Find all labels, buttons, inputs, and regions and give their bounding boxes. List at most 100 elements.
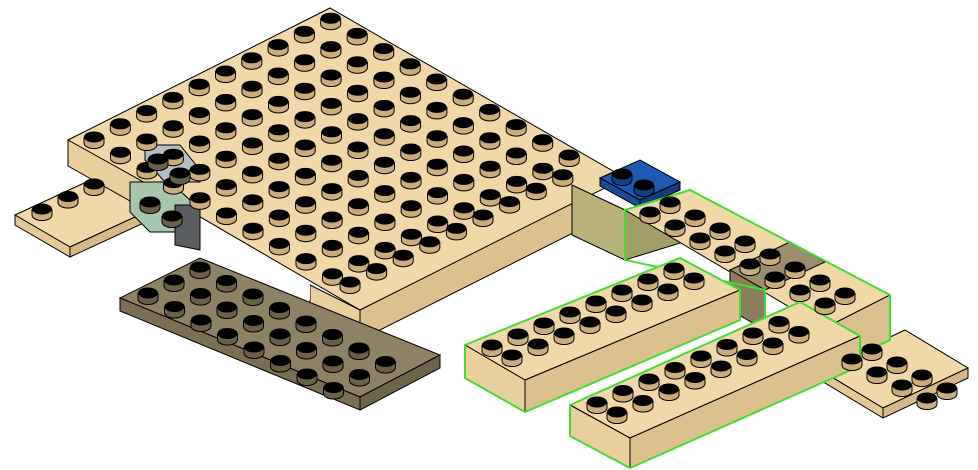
stud [815,298,835,315]
stud [216,94,236,111]
stud [612,285,632,302]
stud [190,192,210,209]
stud [296,316,316,333]
stud [243,289,263,306]
stud [244,315,264,332]
stud [242,52,262,69]
stud [428,187,448,204]
stud [737,349,757,366]
stud [658,284,678,301]
stud [374,128,394,145]
stud [374,72,394,89]
stud [376,356,396,373]
stud [190,164,210,181]
stud [454,174,474,191]
stud [427,130,447,147]
stud [606,306,626,323]
stud [323,356,343,373]
stud [162,211,182,228]
stud [685,372,705,389]
stud [348,170,368,187]
stud [560,307,580,324]
stud [216,179,236,196]
stud [401,144,421,161]
stud [242,81,262,98]
stud [612,169,632,186]
stud [743,328,763,345]
stud [887,357,907,374]
stud [639,374,659,391]
stud [243,166,263,183]
stud [454,202,474,219]
stud [322,183,342,200]
stud [269,96,289,113]
stud [862,344,882,361]
stud [553,169,573,186]
stud [270,329,290,346]
stud [349,255,369,272]
stud [243,194,263,211]
stud [810,275,830,292]
stud [760,249,780,266]
stud [842,354,862,371]
stud [454,146,474,163]
stud [665,362,685,379]
stud [790,285,810,302]
stud [453,89,473,106]
stud [148,154,168,171]
stud [321,70,341,87]
stud [375,242,395,259]
stud [420,236,440,253]
stud [84,179,104,196]
stud [664,263,684,280]
stud [321,41,341,58]
stud [710,223,730,240]
dark-bluish-gray-tile [175,205,200,250]
stud [269,181,289,198]
stud [640,207,660,224]
stud [269,153,289,170]
stud [765,272,785,289]
stud [216,122,236,139]
stud [170,168,190,185]
stud [480,161,500,178]
stud [216,66,236,83]
stud [189,107,209,124]
stud [295,168,315,185]
stud [401,172,421,189]
stud [321,13,341,30]
stud [348,142,368,159]
stud [58,191,78,208]
stud [638,274,658,291]
stud [375,157,395,174]
stud [296,225,316,242]
stud [270,302,290,319]
stud [163,92,183,109]
stud [534,318,554,335]
stud [349,227,369,244]
stud [268,39,288,56]
stud [659,384,679,401]
stud [917,393,937,410]
stud [633,395,653,412]
stud [508,329,528,346]
stud [242,109,262,126]
stud [789,326,809,343]
stud [400,58,420,75]
stud [480,189,500,206]
stud [690,233,710,250]
stud [269,124,289,141]
stud [191,288,211,305]
stud [244,342,264,359]
stud [506,148,526,165]
stud [349,343,369,360]
stud [367,263,387,280]
stud [480,104,500,121]
stud [218,328,238,345]
stud [347,28,367,45]
stud [427,74,447,91]
stud [190,136,210,153]
stud [740,259,760,276]
stud [347,56,367,73]
